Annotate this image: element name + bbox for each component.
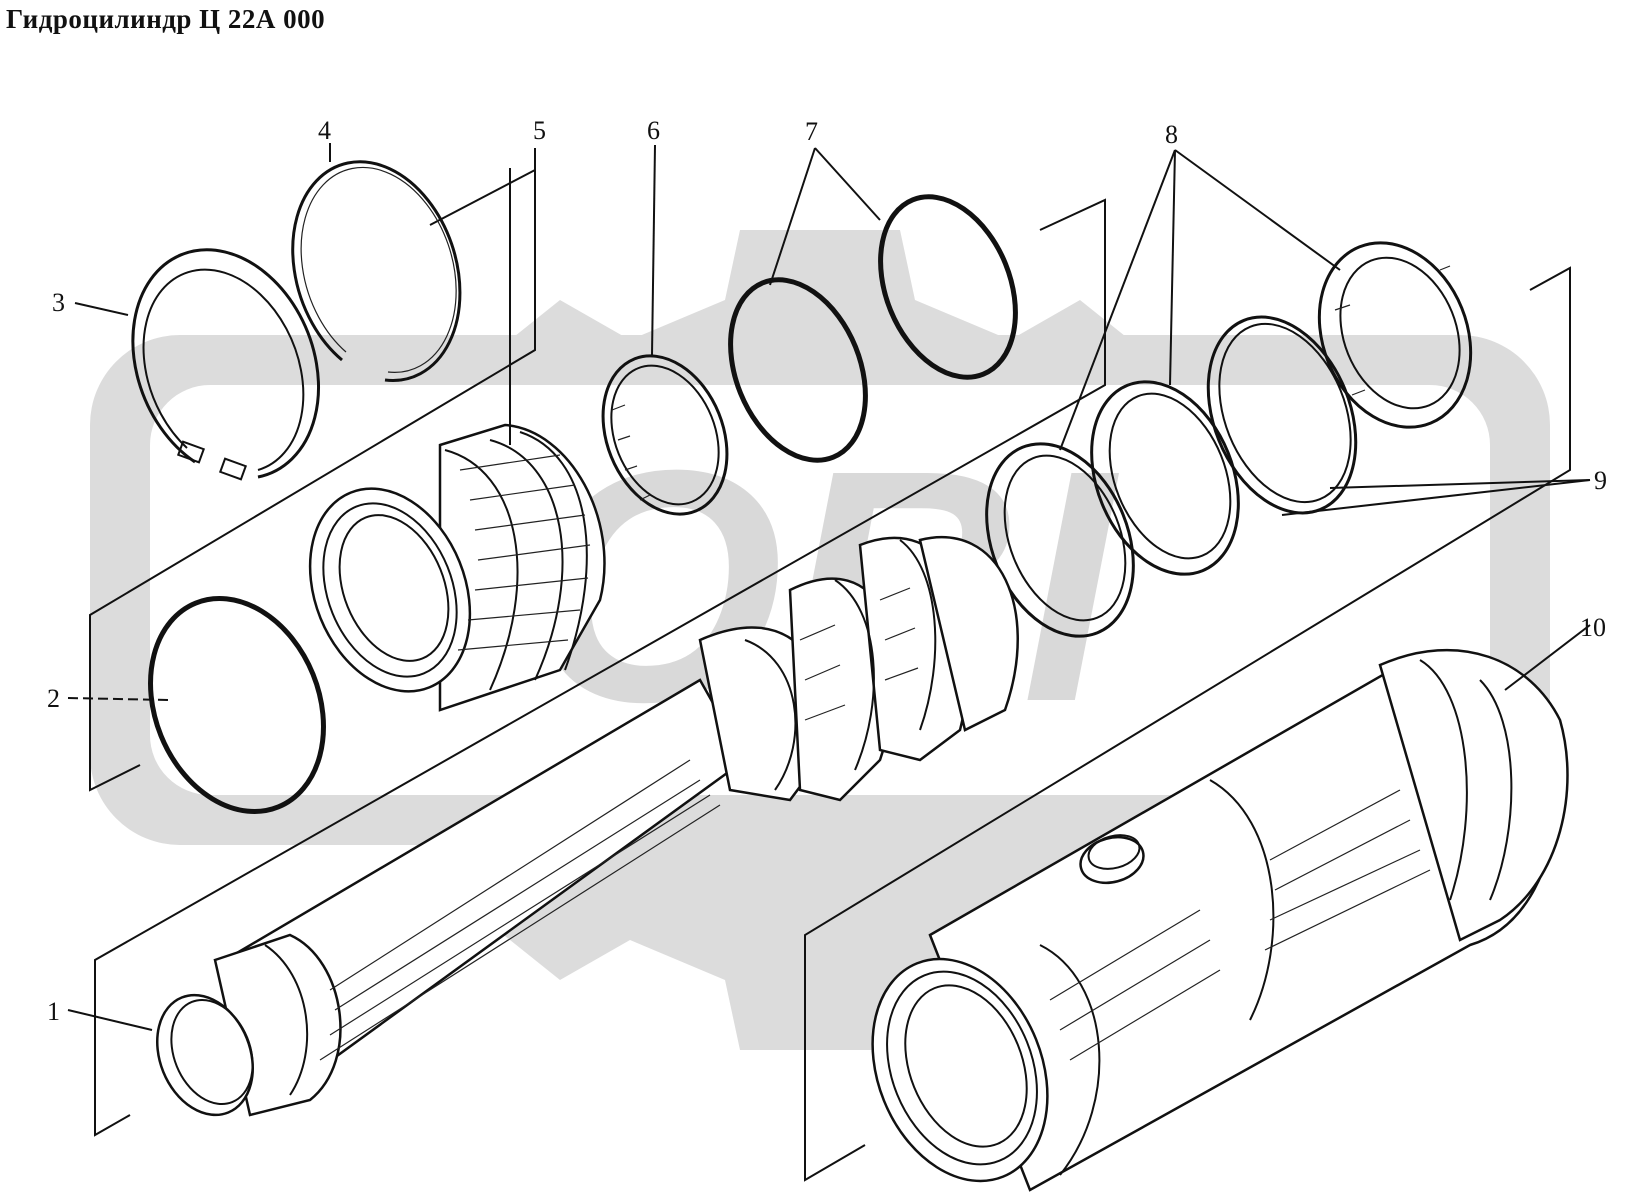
- part-7-ring-a: [728, 277, 868, 463]
- part-3-retaining-ring: [131, 248, 320, 481]
- page-title: Гидроцилиндр Ц 22А 000: [6, 4, 326, 34]
- part-6-cup-seal: [601, 354, 729, 516]
- part-4-retaining-ring: [291, 160, 462, 382]
- callout-5: 5: [533, 116, 546, 145]
- part-2-o-ring: [148, 595, 326, 815]
- callout-2: 2: [47, 684, 60, 713]
- part-5-bushing: [308, 423, 606, 712]
- callout-10: 10: [1580, 613, 1606, 642]
- callout-9: 9: [1594, 466, 1607, 495]
- group-brackets: [89, 168, 1571, 1182]
- callout-7: 7: [805, 117, 818, 146]
- part-7-ring-b: [878, 194, 1018, 380]
- part-8-seal-c: [1317, 241, 1473, 429]
- part-1-piston-rod: [155, 536, 1019, 1117]
- part-8-seal-b: [1090, 380, 1240, 576]
- callout-3: 3: [52, 288, 65, 317]
- callout-6: 6: [647, 116, 660, 145]
- part-10-cylinder-tube: [871, 648, 1569, 1192]
- callout-labels: 1 2 3 4 5 6 7 8 9 10: [47, 116, 1607, 1026]
- callout-4: 4: [318, 116, 331, 145]
- callout-8: 8: [1165, 120, 1178, 149]
- callout-1: 1: [47, 997, 60, 1026]
- part-9-ring: [1206, 315, 1358, 515]
- leader-lines: [67, 143, 1591, 1031]
